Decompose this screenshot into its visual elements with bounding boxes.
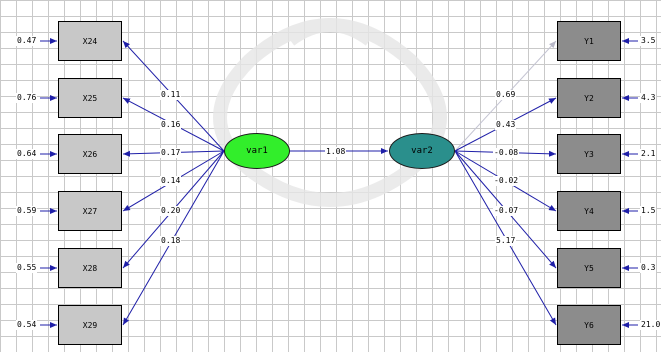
indicator-x27[interactable]: X27 bbox=[58, 191, 122, 231]
indicator-y4[interactable]: Y4 bbox=[557, 191, 621, 231]
indicator-label: Y5 bbox=[584, 263, 594, 273]
indicator-label: Y4 bbox=[584, 206, 594, 216]
error-variance-y6: 21.0 bbox=[640, 320, 661, 330]
loading-x25: 0.16 bbox=[160, 120, 182, 130]
error-variance-x27: 0.59 bbox=[16, 206, 38, 216]
loading-x28: 0.20 bbox=[160, 206, 182, 216]
indicator-label: X26 bbox=[82, 149, 98, 159]
loading-y4: -0.08 bbox=[493, 148, 520, 158]
loading-x24: 0.11 bbox=[160, 90, 182, 100]
latent-var2-label: var2 bbox=[411, 146, 433, 156]
error-variance-x28: 0.55 bbox=[16, 263, 38, 273]
loading-y6: -0.07 bbox=[493, 206, 520, 216]
indicator-y5[interactable]: Y5 bbox=[557, 248, 621, 288]
loading-x27: 0.14 bbox=[160, 176, 182, 186]
error-variance-x24: 0.47 bbox=[16, 36, 38, 46]
error-variance-y1: 3.5 bbox=[640, 36, 657, 46]
error-variance-y4: 1.5 bbox=[640, 206, 657, 216]
latent-var1-label: var1 bbox=[246, 146, 268, 156]
latent-var1[interactable]: var1 bbox=[224, 133, 290, 169]
indicator-label: Y1 bbox=[584, 36, 594, 46]
indicator-y1[interactable]: Y1 bbox=[557, 21, 621, 61]
indicator-label: X28 bbox=[82, 263, 98, 273]
loading-y2: 0.69 bbox=[495, 90, 517, 100]
indicator-label: Y6 bbox=[584, 320, 594, 330]
indicator-label: Y3 bbox=[584, 149, 594, 159]
loading-x29: 0.18 bbox=[160, 236, 182, 246]
indicator-label: X25 bbox=[82, 93, 98, 103]
indicator-x28[interactable]: X28 bbox=[58, 248, 122, 288]
indicator-y6[interactable]: Y6 bbox=[557, 305, 621, 345]
error-variance-x26: 0.64 bbox=[16, 149, 38, 159]
path-coefficient-var1-var2: 1.08 bbox=[325, 147, 347, 157]
indicator-x26[interactable]: X26 bbox=[58, 134, 122, 174]
error-variance-y5: 0.3 bbox=[640, 263, 657, 273]
error-variance-x25: 0.76 bbox=[16, 93, 38, 103]
indicator-label: X27 bbox=[82, 206, 98, 216]
loading-x26: 0.17 bbox=[160, 148, 182, 158]
indicator-x25[interactable]: X25 bbox=[58, 78, 122, 118]
latent-var2[interactable]: var2 bbox=[389, 133, 455, 169]
indicator-label: X24 bbox=[82, 36, 98, 46]
indicator-label: X29 bbox=[82, 320, 98, 330]
indicator-y3[interactable]: Y3 bbox=[557, 134, 621, 174]
error-variance-y2: 4.3 bbox=[640, 93, 657, 103]
loading-extra: 5.17 bbox=[495, 236, 517, 246]
indicator-x24[interactable]: X24 bbox=[58, 21, 122, 61]
indicator-x29[interactable]: X29 bbox=[58, 305, 122, 345]
error-variance-y3: 2.1 bbox=[640, 149, 657, 159]
indicator-y2[interactable]: Y2 bbox=[557, 78, 621, 118]
error-variance-x29: 0.54 bbox=[16, 320, 38, 330]
loading-y5: -0.02 bbox=[493, 176, 520, 186]
loading-y3: 0.43 bbox=[495, 120, 517, 130]
indicator-label: Y2 bbox=[584, 93, 594, 103]
